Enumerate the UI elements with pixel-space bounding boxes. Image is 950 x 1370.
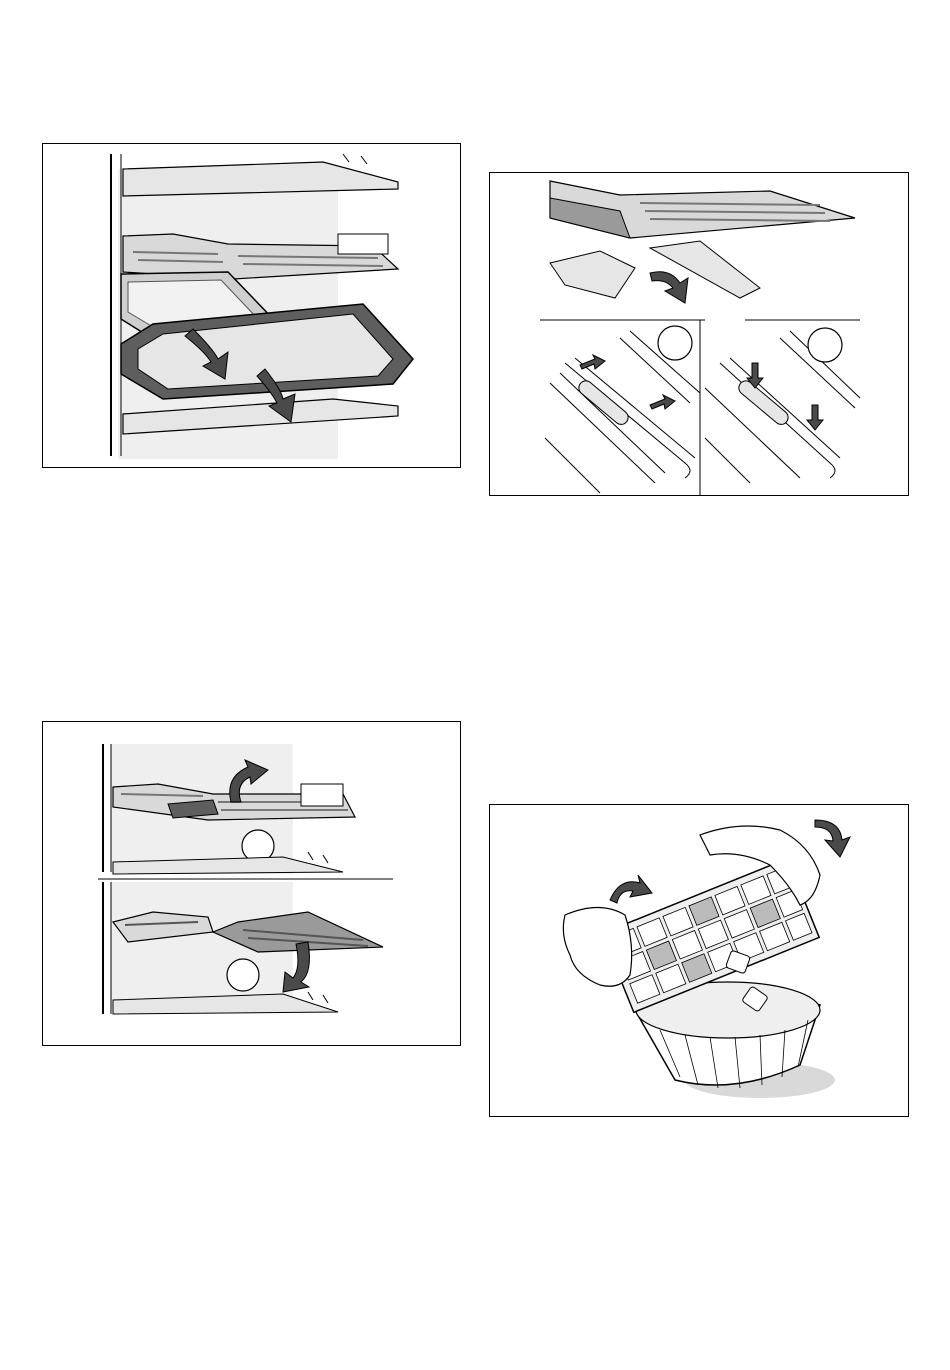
shelf-guard bbox=[338, 234, 388, 254]
rail-mark bbox=[343, 154, 349, 162]
shelf-guard bbox=[301, 784, 343, 806]
top-shelf bbox=[123, 162, 398, 196]
rail-mark bbox=[308, 852, 313, 860]
shelf-clip-right bbox=[650, 241, 760, 298]
slide-arrow-icon bbox=[650, 395, 675, 409]
shelf-adjust-illustration bbox=[43, 722, 461, 1046]
rail-mark bbox=[323, 995, 328, 1003]
press-arrow-icon bbox=[807, 405, 823, 430]
left-hand bbox=[563, 908, 631, 987]
step-marker-circle bbox=[808, 328, 842, 362]
twist-arrow-icon bbox=[610, 875, 652, 903]
figure-shelf-adjust bbox=[42, 721, 461, 1046]
step-marker-circle bbox=[658, 326, 692, 360]
step-marker-circle bbox=[227, 959, 259, 991]
figure-trays-removal bbox=[42, 143, 461, 468]
twist-arrow-icon bbox=[815, 820, 850, 857]
figure-ice-tray bbox=[489, 804, 909, 1117]
fit-arrow-icon bbox=[650, 272, 688, 303]
shelf-clip-left bbox=[550, 251, 635, 298]
clip-slider bbox=[736, 378, 791, 427]
slide-arrow-icon bbox=[580, 355, 605, 369]
rail-mark bbox=[323, 855, 328, 863]
trays-illustration bbox=[43, 144, 461, 468]
figure-shelf-clips bbox=[489, 172, 909, 496]
ice-tray-illustration bbox=[490, 805, 909, 1117]
clip-slider bbox=[576, 378, 631, 427]
rail-mark bbox=[308, 992, 313, 1000]
shelf-clips-illustration bbox=[490, 173, 909, 496]
rail-mark bbox=[361, 156, 367, 164]
